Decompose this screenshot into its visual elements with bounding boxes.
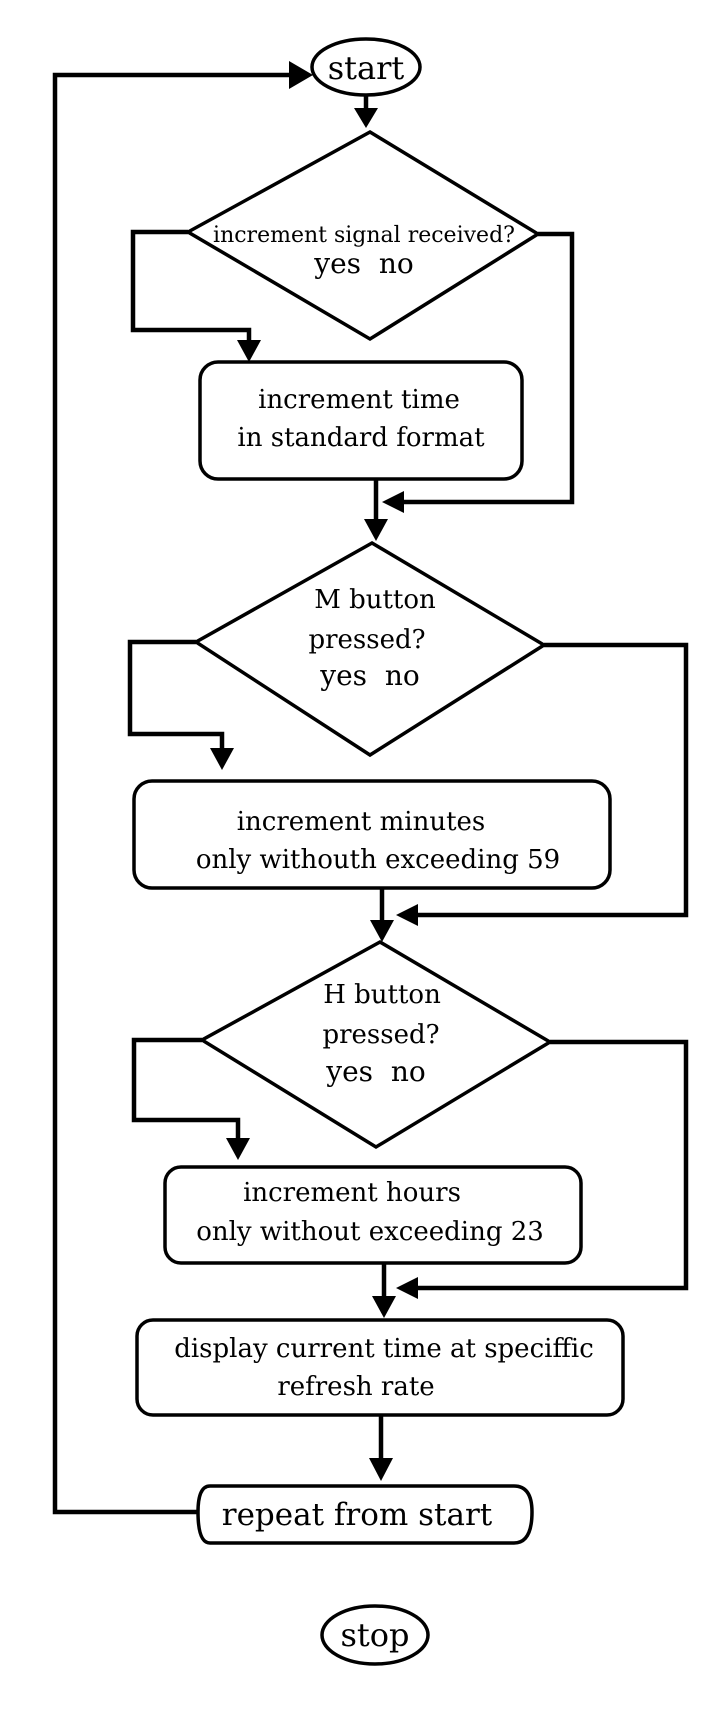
repeat-node: repeat from start xyxy=(196,1484,534,1545)
arrow-h-yes xyxy=(131,1037,241,1142)
arrow-repeat-loop xyxy=(52,72,292,1515)
process-increment-hours: increment hours only without exceeding 2… xyxy=(163,1165,583,1265)
display-line2: refresh rate xyxy=(277,1372,434,1402)
decision-h-line1: H button xyxy=(323,980,441,1010)
connectors xyxy=(52,61,689,1515)
arrowhead-icon xyxy=(226,1138,250,1160)
arrowhead-icon xyxy=(210,748,234,770)
arrowhead-icon xyxy=(382,491,404,513)
arrow-m-no xyxy=(414,642,689,918)
arrowhead-icon xyxy=(364,519,388,541)
increment-hours-line2: only without exceeding 23 xyxy=(196,1217,544,1247)
arrowhead-icon xyxy=(354,108,378,128)
arrowhead-icon xyxy=(372,1296,396,1318)
arrow-signal-yes xyxy=(130,229,252,344)
start-node: start xyxy=(310,37,422,97)
decision-h-options: yes no xyxy=(325,1055,425,1088)
start-label: start xyxy=(328,49,405,87)
process-increment-time: increment time in standard format xyxy=(198,360,524,481)
increment-time-line1: increment time xyxy=(258,385,460,415)
arrow-h-no xyxy=(414,1039,689,1291)
decision-h-line2: pressed? xyxy=(322,1020,439,1050)
decision-m-line1: M button xyxy=(314,585,436,615)
decision-m-line2: pressed? xyxy=(308,625,425,655)
arrowhead-icon xyxy=(237,340,261,362)
repeat-shape xyxy=(196,1484,534,1545)
increment-minutes-line2: only withouth exceeding 59 xyxy=(196,845,560,875)
repeat-label: repeat from start xyxy=(222,1497,493,1533)
arrowhead-icon xyxy=(289,61,313,89)
arrow-m-yes xyxy=(127,639,225,752)
decision-signal-question: increment signal received? xyxy=(213,223,515,248)
decision-signal-options: yes no xyxy=(313,247,413,280)
display-line1: display current time at speciffic xyxy=(174,1334,594,1364)
stop-label: stop xyxy=(340,1616,409,1654)
arrowhead-icon xyxy=(370,920,394,942)
decision-m-button: M button pressed? yes no xyxy=(192,540,548,758)
decision-m-options: yes no xyxy=(319,659,419,692)
increment-hours-line1: increment hours xyxy=(243,1178,461,1208)
arrow-signal-no xyxy=(400,231,575,505)
arrowhead-icon xyxy=(369,1458,393,1481)
increment-minutes-line1: increment minutes xyxy=(237,807,486,837)
process-display: display current time at speciffic refres… xyxy=(135,1318,625,1417)
arrowhead-icon xyxy=(396,904,418,926)
stop-node: stop xyxy=(320,1604,430,1666)
arrowhead-icon xyxy=(396,1277,418,1299)
decision-h-button: H button pressed? yes no xyxy=(198,939,554,1150)
increment-time-line2: in standard format xyxy=(237,423,485,453)
process-increment-minutes: increment minutes only withouth exceedin… xyxy=(132,779,612,890)
decision-increment-signal: increment signal received? yes no xyxy=(184,129,542,342)
